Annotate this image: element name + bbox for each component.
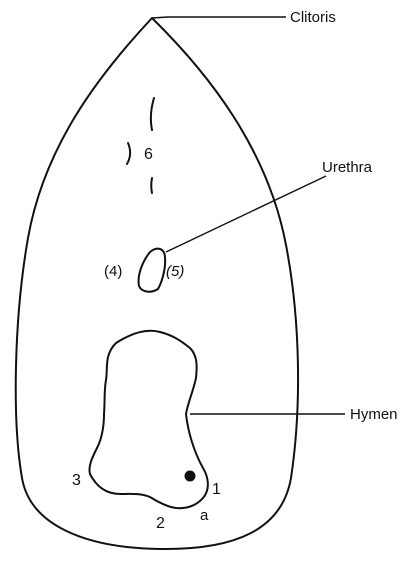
marker-4: (4) <box>104 263 122 280</box>
marker-1: 1 <box>212 481 221 498</box>
mark-lower <box>151 178 152 193</box>
clitoris-label: Clitoris <box>290 9 336 26</box>
urethra-label: Urethra <box>322 159 373 176</box>
hymen-opening <box>89 331 207 508</box>
marker-2: 2 <box>156 515 165 532</box>
marker-5: (5) <box>166 263 184 280</box>
clitoris-leader <box>152 17 286 18</box>
mark-upper <box>151 98 154 130</box>
urethra-leader <box>166 176 326 252</box>
marker-3: 3 <box>72 472 81 489</box>
mark-left <box>127 143 130 164</box>
marker-6: 6 <box>144 146 153 163</box>
vulva-outline <box>16 18 298 549</box>
dot-marker <box>185 471 196 482</box>
hymen-label: Hymen <box>350 406 398 423</box>
marker-a: a <box>200 507 209 524</box>
urethra-opening <box>139 249 166 292</box>
